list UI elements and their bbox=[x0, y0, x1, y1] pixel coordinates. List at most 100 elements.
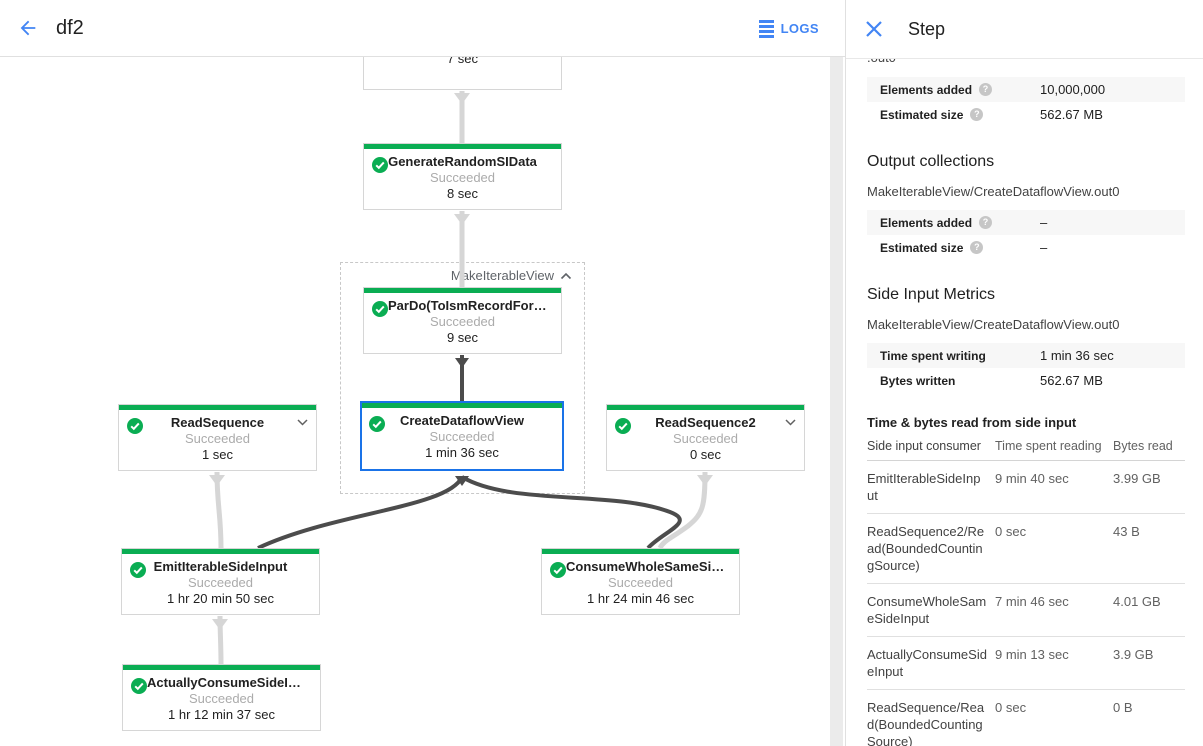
table-row: ActuallyConsumeSideInput 9 min 13 sec 3.… bbox=[867, 636, 1185, 690]
logs-button-label: LOGS bbox=[780, 21, 819, 36]
metric-row: Elements added? 10,000,000 bbox=[867, 77, 1185, 102]
close-panel-button[interactable] bbox=[863, 18, 885, 40]
check-circle-icon bbox=[372, 301, 388, 317]
time-cell: 0 sec bbox=[995, 513, 1113, 584]
input-collection-metrics: Elements added? 10,000,000 Estimated siz… bbox=[867, 77, 1185, 127]
clipped-collection-name: .out0 bbox=[867, 59, 1185, 67]
consumer-cell: ReadSequence/Read(BoundedCountingSource) bbox=[867, 689, 995, 746]
node-status-bar bbox=[123, 665, 320, 670]
graph-vertical-scrollbar[interactable] bbox=[830, 57, 843, 746]
node-status-bar bbox=[119, 405, 316, 410]
bytes-cell: 3.99 GB bbox=[1113, 460, 1185, 514]
output-collections-heading: Output collections bbox=[867, 153, 995, 170]
graph-node-actuallyconsumesideinput[interactable]: ActuallyConsumeSideI… Succeeded 1 hr 12 … bbox=[122, 664, 321, 731]
node-status-bar bbox=[364, 144, 561, 149]
bytes-cell: 4.01 GB bbox=[1113, 583, 1185, 637]
side-input-collection-name: MakeIterableView/CreateDataflowView.out0 bbox=[867, 317, 1120, 332]
help-icon[interactable]: ? bbox=[970, 108, 984, 121]
node-time: 1 sec bbox=[201, 447, 234, 462]
composite-group-makeiterableview: MakeIterableView bbox=[340, 262, 585, 494]
node-status: Succeeded bbox=[429, 314, 496, 329]
node-status-bar bbox=[122, 549, 319, 554]
chevron-down-icon[interactable] bbox=[297, 419, 308, 426]
time-cell: 0 sec bbox=[995, 689, 1113, 746]
table-row: ConsumeWholeSameSideInput 7 min 46 sec 4… bbox=[867, 583, 1185, 637]
graph-node-emititerablesideinput[interactable]: EmitIterableSideInput Succeeded 1 hr 20 … bbox=[121, 548, 320, 615]
metric-row: Bytes written 562.67 MB bbox=[867, 368, 1185, 393]
metric-value: 562.67 MB bbox=[1040, 373, 1103, 388]
check-circle-icon bbox=[131, 678, 147, 694]
node-status: Succeeded bbox=[429, 429, 495, 444]
node-status-bar bbox=[607, 405, 804, 410]
logs-icon bbox=[758, 19, 774, 38]
metric-value: – bbox=[1040, 215, 1048, 230]
check-circle-icon bbox=[130, 562, 146, 578]
job-title: df2 bbox=[56, 16, 84, 39]
table-row: ReadSequence/Read(BoundedCountingSource)… bbox=[867, 689, 1185, 746]
metric-label: Bytes written bbox=[880, 373, 956, 388]
node-status-bar bbox=[542, 549, 739, 554]
node-title: ParDo(ToIsmRecordFor… bbox=[388, 298, 547, 313]
table-row: EmitIterableSideInput 9 min 40 sec 3.99 … bbox=[867, 460, 1185, 514]
node-status-bar bbox=[364, 288, 561, 293]
graph-node-readsequence2[interactable]: ReadSequence2 Succeeded 0 sec bbox=[606, 404, 805, 471]
node-title: ReadSequence bbox=[170, 415, 265, 430]
node-title: ActuallyConsumeSideI… bbox=[147, 675, 301, 690]
check-circle-icon bbox=[615, 418, 631, 434]
output-collection-name: MakeIterableView/CreateDataflowView.out0 bbox=[867, 184, 1120, 199]
column-header: Side input consumer bbox=[867, 432, 995, 461]
help-icon[interactable]: ? bbox=[979, 216, 993, 229]
output-collection-metrics: Elements added? – Estimated size? – bbox=[867, 210, 1185, 260]
graph-node-generaterandomsidata[interactable]: GenerateRandomSIData Succeeded 8 sec bbox=[363, 143, 562, 210]
graph-node-createdataflowview-selected[interactable]: CreateDataflowView Succeeded 1 min 36 se… bbox=[360, 401, 564, 471]
node-time: 1 hr 20 min 50 sec bbox=[167, 591, 274, 606]
step-details-panel: Step .out0 Elements added? 10,000,000 Es… bbox=[845, 0, 1203, 746]
chevron-down-icon[interactable] bbox=[785, 419, 796, 426]
node-status-bar bbox=[362, 403, 562, 408]
graph-node-consumewholesamesideinput[interactable]: ConsumeWholeSameSi… Succeeded 1 hr 24 mi… bbox=[541, 548, 740, 615]
time-cell: 9 min 40 sec bbox=[995, 460, 1113, 514]
metric-row: Time spent writing 1 min 36 sec bbox=[867, 343, 1185, 368]
metric-label: Estimated size bbox=[880, 240, 964, 255]
node-status: Succeeded bbox=[187, 575, 254, 590]
group-label: MakeIterableView bbox=[450, 268, 554, 283]
help-icon[interactable]: ? bbox=[970, 241, 984, 254]
help-icon[interactable]: ? bbox=[979, 83, 993, 96]
metric-label: Estimated size bbox=[880, 107, 964, 122]
side-input-write-metrics: Time spent writing 1 min 36 sec Bytes wr… bbox=[867, 343, 1185, 393]
graph-node-readsequence[interactable]: ReadSequence Succeeded 1 sec bbox=[118, 404, 317, 471]
bytes-cell: 0 B bbox=[1113, 689, 1185, 746]
metric-row: Estimated size? 562.67 MB bbox=[867, 102, 1185, 127]
graph-node-pardo-toismrecord[interactable]: ParDo(ToIsmRecordFor… Succeeded 9 sec bbox=[363, 287, 562, 354]
node-time: 1 hr 24 min 46 sec bbox=[587, 591, 694, 606]
job-graph-pane: MakeIterableView bbox=[118, 23, 843, 746]
metric-value: 562.67 MB bbox=[1040, 107, 1103, 122]
panel-title: Step bbox=[908, 18, 946, 39]
node-title: EmitIterableSideInput bbox=[153, 559, 288, 574]
node-status: Succeeded bbox=[672, 431, 739, 446]
group-header[interactable]: MakeIterableView bbox=[448, 268, 574, 283]
metric-row: Elements added? – bbox=[867, 210, 1185, 235]
logs-button[interactable]: LOGS bbox=[758, 0, 819, 57]
node-status: Succeeded bbox=[184, 431, 251, 446]
node-time: 8 sec bbox=[446, 186, 479, 201]
consumer-cell: ReadSequence2/Read(BoundedCountingSource… bbox=[867, 513, 995, 584]
chevron-up-icon bbox=[560, 272, 572, 279]
back-button[interactable] bbox=[14, 14, 42, 42]
node-title: ReadSequence2 bbox=[655, 415, 756, 430]
node-status: Succeeded bbox=[429, 170, 496, 185]
check-circle-icon bbox=[372, 157, 388, 173]
bytes-cell: 43 B bbox=[1113, 513, 1185, 584]
column-header: Bytes read bbox=[1113, 432, 1185, 461]
node-title: CreateDataflowView bbox=[399, 413, 525, 428]
side-input-metrics-heading: Side Input Metrics bbox=[867, 286, 996, 303]
check-circle-icon bbox=[369, 416, 385, 432]
metric-label: Elements added bbox=[880, 82, 973, 97]
close-icon bbox=[866, 21, 882, 37]
arrow-left-icon bbox=[20, 20, 36, 36]
check-circle-icon bbox=[127, 418, 143, 434]
panel-header: Step bbox=[846, 0, 1203, 59]
time-cell: 7 min 46 sec bbox=[995, 583, 1113, 637]
table-row: ReadSequence2/Read(BoundedCountingSource… bbox=[867, 513, 1185, 584]
